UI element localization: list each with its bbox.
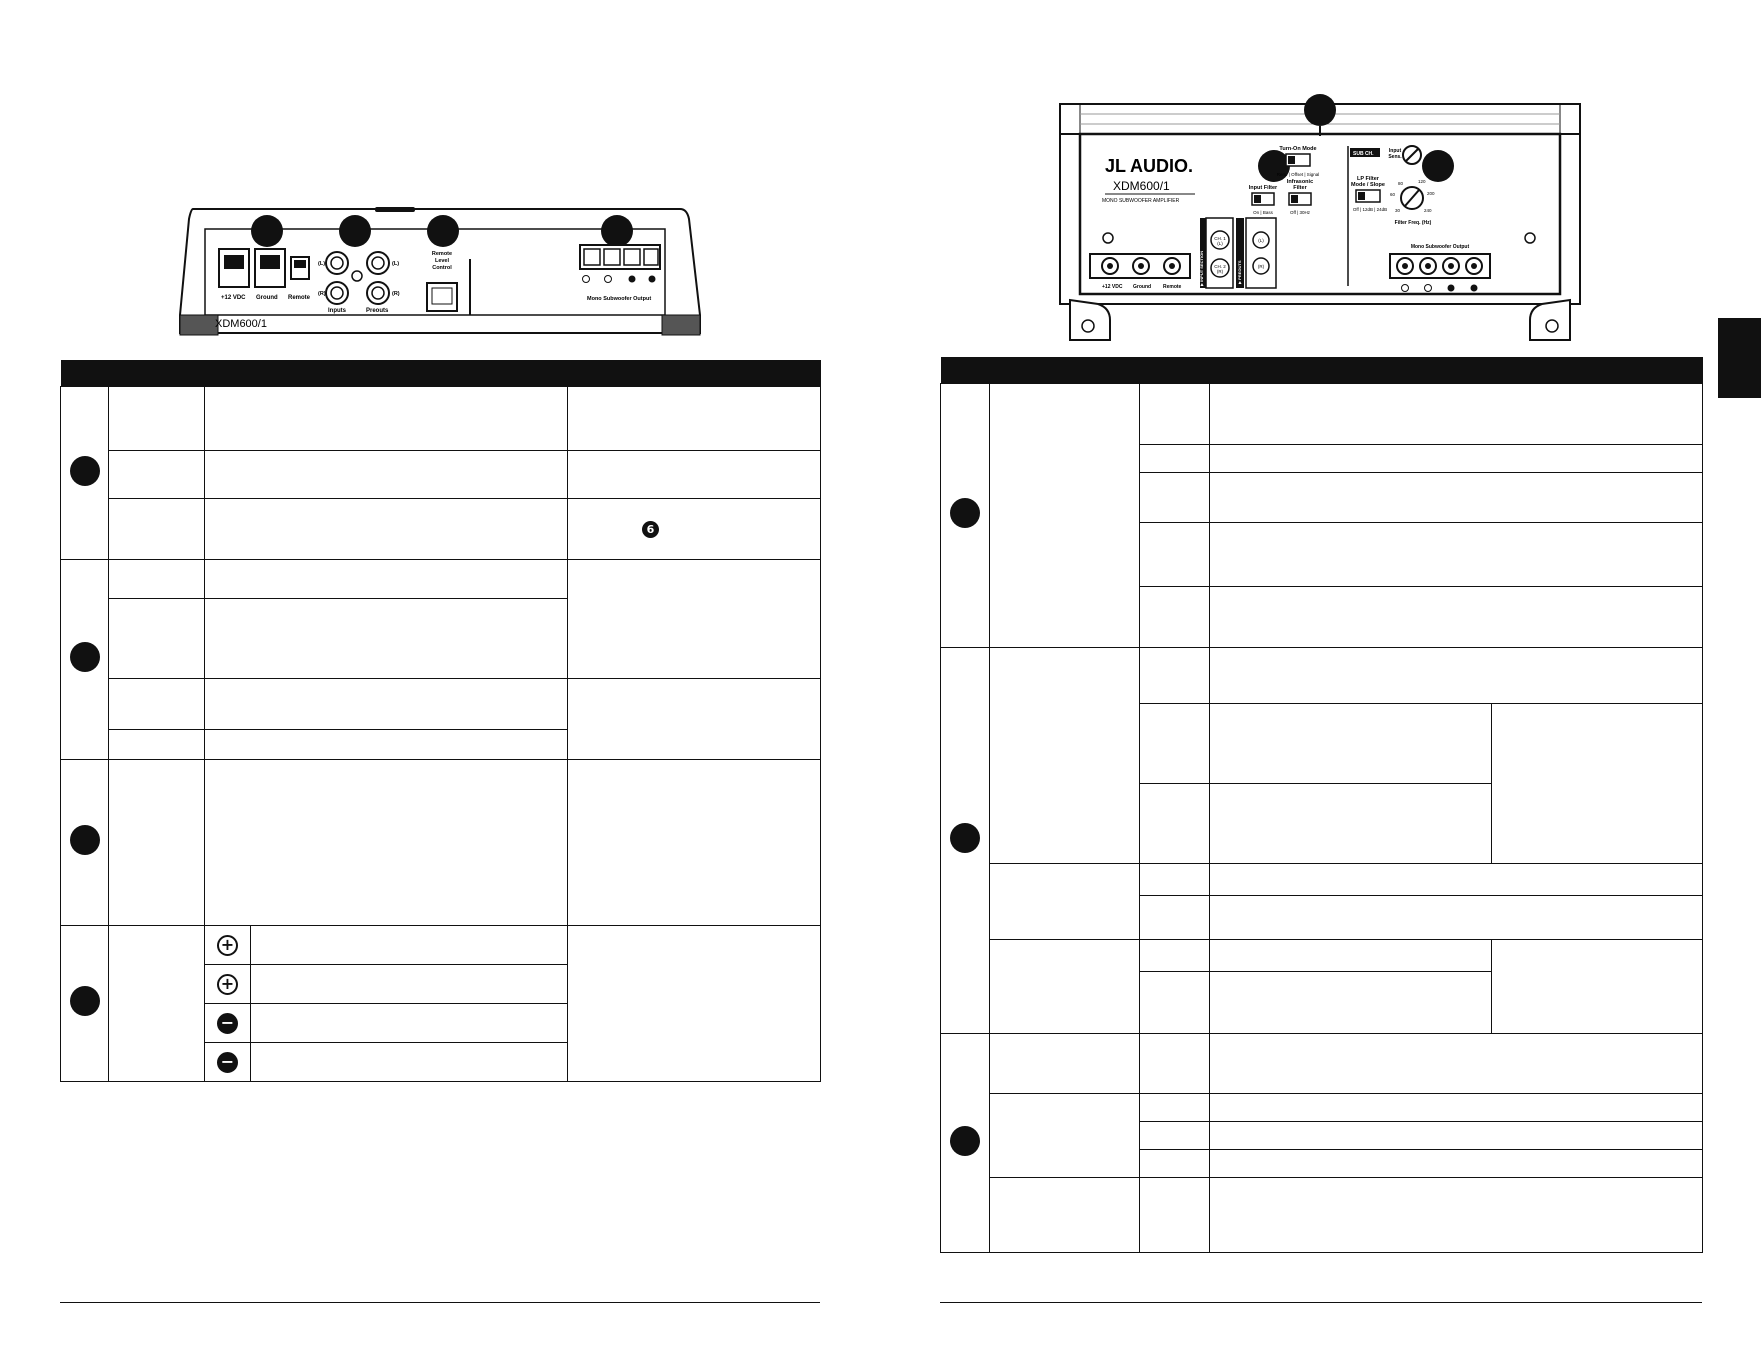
label-ground: Ground bbox=[256, 295, 278, 301]
tick-80: 80 bbox=[1398, 181, 1404, 186]
label-ch1: CH. 1 bbox=[1214, 236, 1226, 241]
table-row: − bbox=[61, 1042, 821, 1082]
table-row bbox=[61, 598, 821, 679]
label-rlc-3: Control bbox=[432, 265, 452, 271]
label-turn-on-mode: Turn-On Mode bbox=[1279, 146, 1316, 152]
table-row bbox=[941, 863, 1703, 940]
label-preout-left: (L) bbox=[1258, 238, 1264, 243]
panel-subtitle: MONO SUBWOOFER AMPLIFIER bbox=[1102, 198, 1180, 204]
table-row bbox=[941, 522, 1703, 587]
label-preout-right: (R) bbox=[1258, 264, 1265, 269]
table-row bbox=[941, 971, 1703, 1034]
table-row bbox=[940, 647, 1703, 1034]
label-left-out: (L) bbox=[392, 261, 399, 267]
left-footer-rule bbox=[60, 1302, 820, 1303]
r-label-ground: Ground bbox=[1133, 284, 1151, 290]
table-header-row bbox=[940, 357, 1703, 384]
label-preouts: Preouts bbox=[366, 308, 389, 314]
table-row bbox=[941, 586, 1703, 648]
tick-60: 60 bbox=[1390, 192, 1396, 197]
model-name: XDM600/1 bbox=[215, 318, 267, 330]
table-row bbox=[941, 1177, 1703, 1253]
label-rlc-1: Remote bbox=[432, 251, 452, 257]
table-row bbox=[61, 729, 821, 760]
table-row bbox=[941, 1121, 1703, 1150]
label-infrasonic-filter: Filter bbox=[1293, 185, 1307, 191]
label-ch1-side: (L) bbox=[1217, 241, 1223, 246]
callout-bullet-6 bbox=[950, 823, 980, 853]
table-row: + bbox=[61, 964, 821, 1004]
amplifier-front-panel-illustration: +12 VDC Ground Remote (L) (L) (R) (R) In… bbox=[179, 207, 701, 336]
negative-terminal-icon: − bbox=[217, 1051, 238, 1073]
positive-terminal-icon: + bbox=[217, 973, 238, 995]
table-row bbox=[941, 783, 1703, 864]
table-row bbox=[941, 939, 1703, 1034]
brand-logo: JL AUDIO. bbox=[1105, 156, 1193, 176]
table-row bbox=[941, 1093, 1703, 1178]
callout-bullet-1 bbox=[69, 455, 100, 486]
label-input-sens-2: Sens. bbox=[1388, 154, 1402, 160]
label-infrasonic-options: Off | 30Hz bbox=[1290, 210, 1311, 215]
right-footer-rule bbox=[940, 1302, 1702, 1303]
label-turn-on-options: Rem. | Offset | Signal bbox=[1277, 172, 1320, 177]
r-label-remote: Remote bbox=[1163, 284, 1182, 290]
r-label-mono-output: Mono Subwoofer Output bbox=[1411, 244, 1470, 250]
table-row bbox=[941, 472, 1703, 523]
tick-120: 120 bbox=[1418, 179, 1426, 184]
positive-terminal-icon: + bbox=[217, 934, 238, 956]
table-row bbox=[941, 444, 1703, 473]
negative-terminal-icon: − bbox=[217, 1012, 238, 1034]
table-row bbox=[60, 759, 821, 926]
table-row: − bbox=[61, 1003, 821, 1043]
callout-bullet-2 bbox=[69, 642, 100, 672]
callout-bullet-5 bbox=[950, 498, 980, 528]
section-tab bbox=[1718, 318, 1761, 398]
table-header-row bbox=[60, 360, 821, 387]
callout-bullet-4 bbox=[69, 986, 100, 1016]
table-row bbox=[941, 1149, 1703, 1178]
label-power: +12 VDC bbox=[221, 295, 246, 301]
table-row bbox=[61, 450, 821, 499]
table-row bbox=[941, 703, 1703, 864]
label-lp-mode: Mode / Slope bbox=[1351, 182, 1385, 188]
right-spec-table bbox=[940, 357, 1703, 1253]
label-right-in: (R) bbox=[318, 291, 326, 297]
r-label-power: +12 VDC bbox=[1102, 284, 1123, 290]
table-row: 6 bbox=[61, 498, 821, 560]
label-right-out: (R) bbox=[392, 291, 400, 297]
label-input-filter-options: On | Bass bbox=[1253, 210, 1273, 215]
table-row bbox=[940, 1033, 1703, 1253]
tick-240: 240 bbox=[1424, 208, 1432, 213]
table-row bbox=[940, 383, 1703, 648]
label-infrasonic: Infrasonic bbox=[1287, 179, 1313, 185]
table-row: + bbox=[60, 925, 821, 1082]
inline-ref-bullet: 6 bbox=[642, 521, 659, 538]
label-rlc-2: Level bbox=[435, 258, 450, 264]
table-row bbox=[60, 559, 821, 760]
label-filter-freq: Filter Freq. (Hz) bbox=[1395, 220, 1432, 226]
label-input-sens-1: Input bbox=[1389, 148, 1402, 154]
label-remote: Remote bbox=[288, 295, 311, 301]
tick-200: 200 bbox=[1427, 191, 1435, 196]
panel-model-name: XDM600/1 bbox=[1113, 179, 1170, 193]
table-row bbox=[61, 678, 821, 760]
label-input-section: ▶ INPUT SECTION bbox=[1199, 251, 1204, 286]
label-sub-ch: SUB CH. bbox=[1353, 151, 1374, 157]
label-lp-options: Off | 12dB | 24dB bbox=[1353, 207, 1387, 212]
label-lp-filter: LP Filter bbox=[1357, 176, 1380, 182]
callout-bullet-7 bbox=[950, 1125, 980, 1156]
table-row bbox=[60, 386, 821, 560]
tick-30: 30 bbox=[1395, 208, 1401, 213]
label-left-in: (L) bbox=[318, 261, 325, 267]
label-preouts-vert: ▶ PREOUTS bbox=[1237, 260, 1242, 284]
label-ch2: CH. 2 bbox=[1214, 264, 1226, 269]
label-inputs: Inputs bbox=[328, 308, 347, 314]
label-mono-output: Mono Subwoofer Output bbox=[587, 296, 651, 302]
callout-bullet-3 bbox=[69, 825, 100, 855]
label-input-filter: Input Filter bbox=[1249, 185, 1278, 191]
left-spec-table: 6 + + bbox=[60, 360, 821, 1082]
amplifier-top-panel-illustration: JL AUDIO. XDM600/1 MONO SUBWOOFER AMPLIF… bbox=[1059, 94, 1581, 341]
label-ch2-side: (R) bbox=[1217, 269, 1224, 274]
